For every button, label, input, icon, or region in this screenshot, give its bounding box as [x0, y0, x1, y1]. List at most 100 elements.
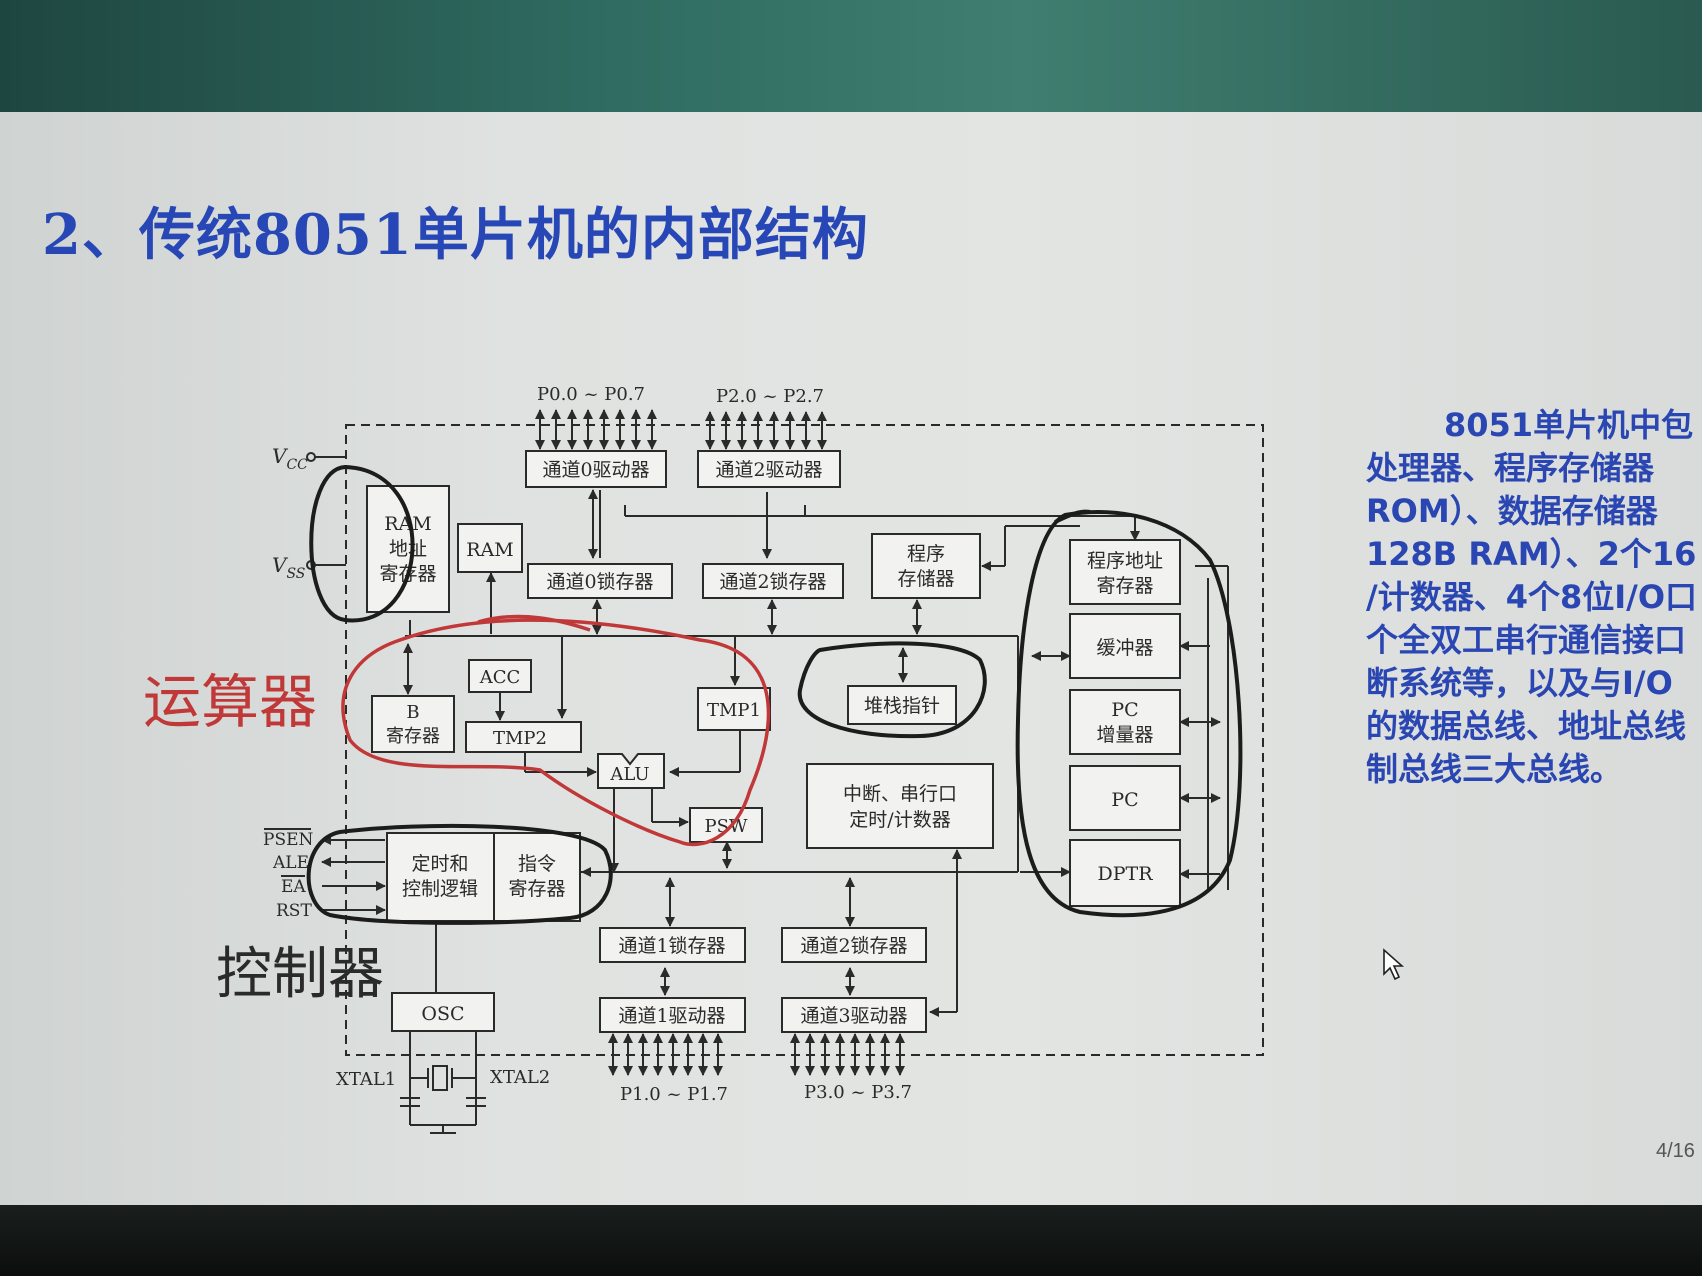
- svg-text:OSC: OSC: [421, 1003, 464, 1025]
- ink-outline-pc-group: [1015, 510, 1243, 918]
- block-tmp2: TMP2: [465, 721, 582, 753]
- svg-text:通道1驱动器: 通道1驱动器: [618, 1005, 725, 1027]
- page-number: 4/16: [1656, 1140, 1695, 1162]
- ink-outline-controller: [306, 823, 613, 925]
- mcu-block-diagram: P0.0 ~ P0.7 P2.0 ~ P2.7 P1.0 ~ P1.7 P3.0…: [143, 384, 1264, 1134]
- svg-text:程序: 程序: [907, 543, 945, 565]
- hand-annotations: 运算器 控制器: [143, 464, 1243, 1007]
- svg-text:PC: PC: [1111, 789, 1138, 811]
- block-pc: PC: [1069, 765, 1181, 831]
- xtal1-label: XTAL1: [336, 1069, 396, 1090]
- svg-text:通道0驱动器: 通道0驱动器: [542, 459, 649, 481]
- svg-text:PSW: PSW: [705, 816, 748, 837]
- block-p3-driver: 通道3驱动器: [781, 997, 927, 1033]
- port-label-p1: P1.0 ~ P1.7: [620, 1084, 728, 1105]
- svg-text:堆栈指针: 堆栈指针: [864, 695, 940, 717]
- description-line: /计数器、4个8位I/O口: [1366, 578, 1698, 616]
- description-line: 个全双工串行通信接口: [1366, 621, 1687, 659]
- block-program-memory: 程序 存储器: [871, 533, 981, 599]
- svg-text:增量器: 增量器: [1096, 724, 1153, 746]
- svg-text:存储器: 存储器: [897, 568, 954, 590]
- ink-circle-ram-addr: [309, 464, 415, 623]
- port-pins-p2: [705, 411, 827, 450]
- svg-text:DPTR: DPTR: [1098, 863, 1154, 885]
- bottom-band: [0, 1205, 1702, 1276]
- block-p2-driver: 通道2驱动器: [697, 450, 841, 488]
- port-pins-p1: [608, 1033, 723, 1076]
- description-line: 制总线三大总线。: [1366, 750, 1623, 788]
- svg-text:RAM: RAM: [384, 513, 431, 535]
- block-p0-driver: 通道0驱动器: [525, 450, 667, 488]
- block-p0-latch: 通道0锁存器: [527, 563, 673, 599]
- block-p1-latch: 通道1锁存器: [599, 927, 746, 963]
- svg-text:ALU: ALU: [609, 764, 649, 785]
- vcc-label: VCC: [272, 444, 308, 473]
- svg-text:ACC: ACC: [479, 667, 521, 688]
- block-tmp1: TMP1: [697, 687, 771, 731]
- block-b-register: B 寄存器: [371, 695, 455, 753]
- svg-text:TMP1: TMP1: [707, 700, 761, 721]
- port-pins-p0: [535, 409, 657, 450]
- xtal2-label: XTAL2: [490, 1067, 550, 1088]
- svg-text:定时和: 定时和: [411, 853, 468, 875]
- vss-label: VSS: [272, 553, 305, 582]
- mouse-cursor-icon: [1383, 948, 1405, 981]
- description-line: 断系统等，以及与I/O: [1366, 664, 1673, 702]
- svg-text:B: B: [406, 702, 419, 723]
- svg-text:中断、串行口: 中断、串行口: [843, 783, 957, 805]
- block-p2-latch: 通道2锁存器: [702, 563, 844, 599]
- svg-text:缓冲器: 缓冲器: [1096, 637, 1153, 659]
- power-pins: VCC VSS: [272, 444, 346, 582]
- ink-outline-stack-pointer: [797, 641, 987, 739]
- block-program-address-register: 程序地址 寄存器: [1069, 539, 1181, 605]
- port-pins-p3: [790, 1033, 905, 1076]
- svg-text:程序地址: 程序地址: [1087, 550, 1163, 572]
- internal-bus: [403, 489, 1229, 1017]
- svg-text:通道0锁存器: 通道0锁存器: [546, 571, 653, 593]
- pin-psen: PSEN: [263, 830, 313, 850]
- svg-text:指令: 指令: [518, 853, 556, 875]
- block-buffer: 缓冲器: [1069, 613, 1181, 679]
- svg-text:寄存器: 寄存器: [1096, 575, 1153, 597]
- port-label-p0: P0.0 ~ P0.7: [537, 384, 645, 405]
- pin-ale: ALE: [272, 853, 309, 873]
- svg-text:通道2锁存器: 通道2锁存器: [800, 935, 907, 957]
- block-timing-control-logic: 定时和 控制逻辑: [386, 832, 495, 922]
- block-alu: ALU: [597, 753, 665, 789]
- block-acc: ACC: [468, 659, 532, 693]
- svg-text:通道1锁存器: 通道1锁存器: [618, 935, 725, 957]
- slide-description: 8051单片机中包 处理器、程序存储器 ROM）、数据存储器 128B RAM）…: [1366, 404, 1702, 791]
- block-dptr: DPTR: [1069, 839, 1181, 907]
- svg-text:PC: PC: [1111, 699, 1138, 721]
- crystal-circuit: XTAL1 XTAL2: [336, 1031, 550, 1134]
- block-ram: RAM: [457, 523, 523, 573]
- svg-text:通道3驱动器: 通道3驱动器: [800, 1005, 907, 1027]
- pin-ea: EA: [281, 877, 306, 897]
- block-instruction-register: 指令 寄存器: [493, 832, 581, 922]
- ink-outline-alu-group: [341, 618, 771, 847]
- svg-text:寄存器: 寄存器: [508, 878, 565, 900]
- svg-text:寄存器: 寄存器: [386, 726, 440, 747]
- svg-text:定时/计数器: 定时/计数器: [849, 809, 950, 831]
- block-ram-address-register: RAM 地址 寄存器: [366, 485, 450, 613]
- block-interrupt-serial-timer: 中断、串行口 定时/计数器: [806, 763, 994, 849]
- block-p3-latch: 通道2锁存器: [781, 927, 927, 963]
- description-line: 的数据总线、地址总线: [1366, 707, 1687, 745]
- top-band: [0, 0, 1702, 120]
- svg-text:RAM: RAM: [466, 539, 513, 561]
- port-label-p3: P3.0 ~ P3.7: [804, 1082, 912, 1103]
- description-line: 128B RAM）、2个16: [1366, 535, 1697, 573]
- description-line: ROM）、数据存储器: [1366, 492, 1658, 530]
- annotation-controller-label: 控制器: [216, 942, 384, 1007]
- port-label-p2: P2.0 ~ P2.7: [716, 386, 824, 407]
- svg-text:TMP2: TMP2: [493, 728, 547, 749]
- svg-text:地址: 地址: [389, 538, 427, 560]
- block-stack-pointer: 堆栈指针: [847, 685, 957, 725]
- block-p1-driver: 通道1驱动器: [599, 997, 746, 1033]
- svg-text:通道2驱动器: 通道2驱动器: [715, 459, 822, 481]
- annotation-alu-label: 运算器: [143, 668, 317, 736]
- block-pc-incrementer: PC 增量器: [1069, 689, 1181, 755]
- pin-rst: RST: [276, 901, 312, 921]
- description-line: 处理器、程序存储器: [1366, 449, 1655, 487]
- slide: 2、传统8051单片机的内部结构 8051单片机中包 处理器、程序存储器 ROM…: [0, 112, 1702, 1206]
